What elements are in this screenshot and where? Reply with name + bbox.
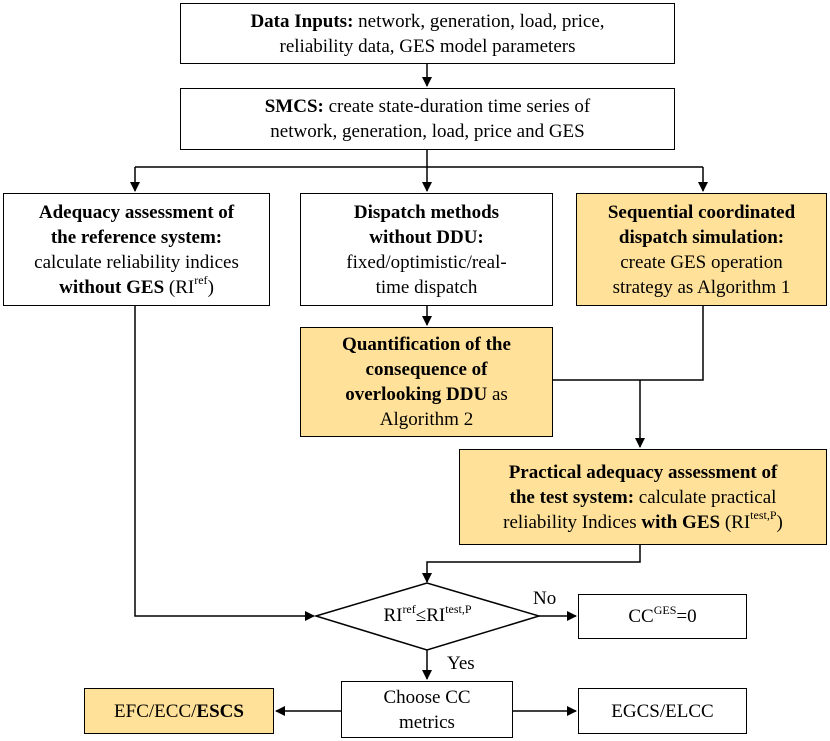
smcs-box: SMCS: create state-duration time series …	[180, 88, 675, 150]
egcs-text: EGCS/ELCC	[611, 700, 714, 722]
data-inputs-title: Data Inputs:	[250, 10, 354, 32]
data-inputs-box: Data Inputs: network, generation, load, …	[180, 3, 675, 64]
practical-ri-end: )	[776, 511, 783, 533]
decision-text: RIref≤RItest,P	[316, 601, 539, 627]
practical-test-system: the test system:	[509, 486, 635, 508]
dispatch-line3: fixed/optimistic/real-	[346, 251, 507, 273]
practical-line1: Practical adequacy assessment of	[508, 461, 778, 483]
adequacy-ri-sup: ref	[194, 273, 208, 288]
egcs-box: EGCS/ELCC	[578, 688, 747, 734]
sequential-dispatch-box: Sequential coordinated dispatch simulati…	[576, 193, 827, 306]
choose-line1: Choose CC	[383, 686, 471, 708]
sequential-line3: create GES operation	[620, 251, 783, 273]
yes-label: Yes	[447, 653, 475, 674]
decision-operator: ≤	[415, 605, 427, 626]
dispatch-line4: time dispatch	[375, 276, 478, 298]
practical-line3-text: reliability Indices	[503, 511, 642, 533]
quantification-line1: Quantification of the	[342, 334, 511, 355]
decision-ref-sup: ref	[402, 601, 416, 616]
choose-cc-box: Choose CC metrics	[341, 681, 513, 738]
quantification-as: as	[487, 384, 508, 405]
dispatch-line1: Dispatch methods	[353, 201, 500, 223]
practical-ri-sup: test,P	[750, 508, 777, 523]
arrow-adequacy-to-decision	[134, 306, 315, 621]
sequential-line4: strategy as Algorithm 1	[612, 276, 791, 298]
quantification-line4: Algorithm 2	[379, 409, 474, 430]
sequential-line2: dispatch simulation:	[618, 226, 785, 248]
adequacy-reference-box: Adequacy assessment of the reference sys…	[3, 193, 270, 306]
quantification-overlooking: overlooking DDU	[345, 384, 488, 405]
decision-ri-ref: RI	[383, 605, 403, 626]
efc-box: EFC/ECC/ESCS	[84, 688, 274, 734]
efc-text: EFC/ECC/	[114, 700, 197, 722]
arrow-practical-to-decision	[422, 545, 641, 583]
dispatch-line2: without DDU:	[369, 226, 484, 248]
practical-ri-text: (RI	[720, 511, 751, 533]
smcs-title: SMCS:	[264, 96, 324, 117]
practical-adequacy-box: Practical adequacy assessment of the tes…	[459, 449, 827, 545]
adequacy-line3: calculate reliability indices	[34, 251, 239, 273]
efc-bold: ESCS	[196, 700, 244, 722]
adequacy-line1: Adequacy assessment of	[38, 201, 235, 223]
adequacy-ri-text: (RI	[164, 276, 195, 298]
adequacy-ri-end: )	[207, 276, 214, 298]
cc-sup: GES	[653, 602, 677, 617]
data-inputs-text: network, generation, load, price,	[353, 10, 605, 32]
smcs-line2: network, generation, load, price and GES	[270, 121, 585, 142]
dispatch-methods-box: Dispatch methods without DDU: fixed/opti…	[300, 193, 553, 306]
line-sequential-to-merge	[640, 306, 704, 381]
cc-zero-box: CCGES=0	[578, 594, 747, 639]
practical-with-ges: with GES	[641, 511, 721, 533]
quantification-line2: consequence of	[365, 359, 488, 380]
decision-test-sup: test,P	[445, 601, 472, 616]
data-inputs-line2: reliability data, GES model parameters	[279, 35, 576, 57]
quantification-box: Quantification of the consequence of ove…	[300, 327, 553, 437]
sequential-line1: Sequential coordinated	[607, 201, 796, 223]
cc-value: =0	[676, 606, 697, 627]
adequacy-line2: the reference system:	[50, 226, 223, 248]
cc-label: CC	[628, 606, 654, 627]
choose-line2: metrics	[399, 711, 455, 733]
decision-ri-test: RI	[426, 605, 446, 626]
practical-line2-text: calculate practical	[634, 486, 777, 508]
adequacy-without-ges: without GES	[59, 276, 165, 298]
no-label: No	[533, 588, 557, 609]
smcs-text: create state-duration time series of	[323, 96, 591, 117]
